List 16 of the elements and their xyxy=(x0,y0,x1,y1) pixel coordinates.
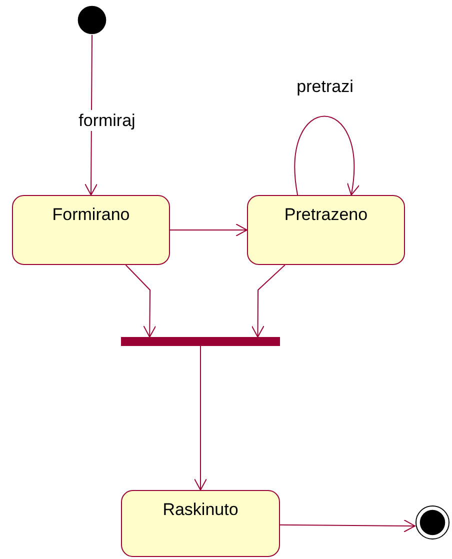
fork-bar xyxy=(121,337,280,346)
transition-arrow xyxy=(170,224,248,236)
state-name: Pretrazeno xyxy=(284,204,368,226)
transition-arrow xyxy=(251,264,286,338)
transition-arrow xyxy=(280,519,416,532)
state-name: Raskinuto xyxy=(162,499,238,520)
state-box xyxy=(12,195,170,265)
initial-state xyxy=(77,5,107,35)
transition-arrow xyxy=(125,264,156,338)
self-transition-arrow xyxy=(294,116,359,196)
transition-arrow xyxy=(194,346,207,490)
edge-label: formiraj xyxy=(76,110,138,132)
state-box xyxy=(247,195,405,265)
state-box xyxy=(121,490,280,557)
state-name: Formirano xyxy=(52,204,130,226)
final-state xyxy=(415,505,450,540)
